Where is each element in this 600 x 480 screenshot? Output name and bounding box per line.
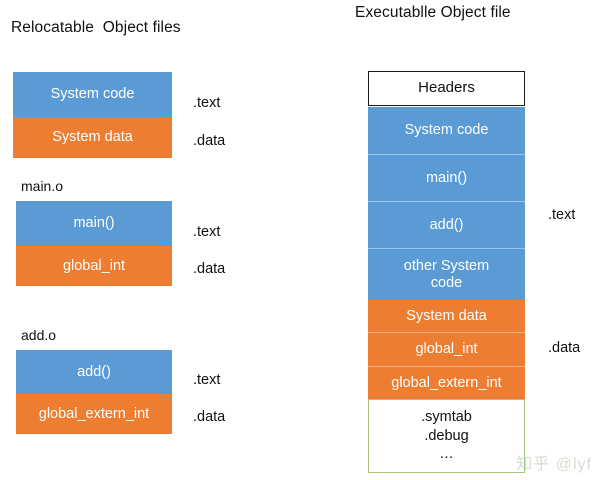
segment-label: .symtab .debug …	[421, 409, 472, 463]
segment-label: System code	[50, 86, 135, 103]
segment-label: main()	[73, 215, 115, 232]
segment-label: global_int	[62, 257, 126, 274]
segment-label: add()	[429, 216, 464, 233]
relocatable-file-0-annotation-data: .data	[193, 133, 226, 149]
relocatable-file-2-annotation-data: .data	[193, 409, 226, 425]
segment-label: global_int	[415, 341, 478, 358]
segment-label: System data	[406, 307, 487, 324]
relocatable-column-title: Relocatable Object files	[11, 19, 181, 36]
relocatable-file-2-name: add.o	[21, 327, 57, 343]
executable-column-title: Executablle Object file	[355, 4, 511, 21]
segment-label: System code	[404, 122, 489, 139]
relocatable-file-1-annotation-data: .data	[193, 261, 226, 277]
relocatable-file-1-name: main.o	[21, 178, 64, 194]
executable-segment-main: main()	[368, 154, 525, 201]
segment-label: add()	[77, 363, 111, 380]
relocatable-file-0-segment-code: System code	[13, 72, 172, 117]
executable-segment-symtab-debug: .symtab .debug …	[368, 399, 525, 473]
relocatable-file-1-segment-data: global_int	[16, 246, 172, 286]
segment-label: System data	[52, 129, 133, 146]
relocatable-file-0-segment-data: System data	[13, 117, 172, 158]
executable-annotation-text: .text	[548, 207, 576, 223]
executable-segment-system-data: System data	[368, 300, 525, 332]
relocatable-file-1-segment-code: main()	[16, 201, 172, 246]
relocatable-file-2-segment-data: global_extern_int	[16, 394, 172, 434]
relocatable-file-2-annotation-text: .text	[193, 372, 221, 388]
watermark: 知乎 @lyf	[516, 456, 592, 473]
segment-label: global_extern_int	[38, 405, 150, 422]
executable-segment-global-extern-int: global_extern_int	[368, 366, 525, 399]
executable-segment-system-code: System code	[368, 107, 525, 154]
segment-label: main()	[425, 169, 468, 186]
executable-segment-global-int: global_int	[368, 332, 525, 366]
segment-label: Headers	[418, 79, 475, 97]
executable-segment-other-system-code: other System code	[368, 248, 525, 300]
segment-label: global_extern_int	[391, 374, 502, 391]
segment-label: other System code	[403, 258, 490, 291]
executable-segment-add: add()	[368, 201, 525, 248]
executable-annotation-data: .data	[548, 340, 581, 356]
executable-segment-headers: Headers	[368, 71, 525, 106]
relocatable-file-1-annotation-text: .text	[193, 224, 221, 240]
relocatable-file-0-annotation-text: .text	[193, 95, 221, 111]
relocatable-file-2-segment-code: add()	[16, 350, 172, 394]
